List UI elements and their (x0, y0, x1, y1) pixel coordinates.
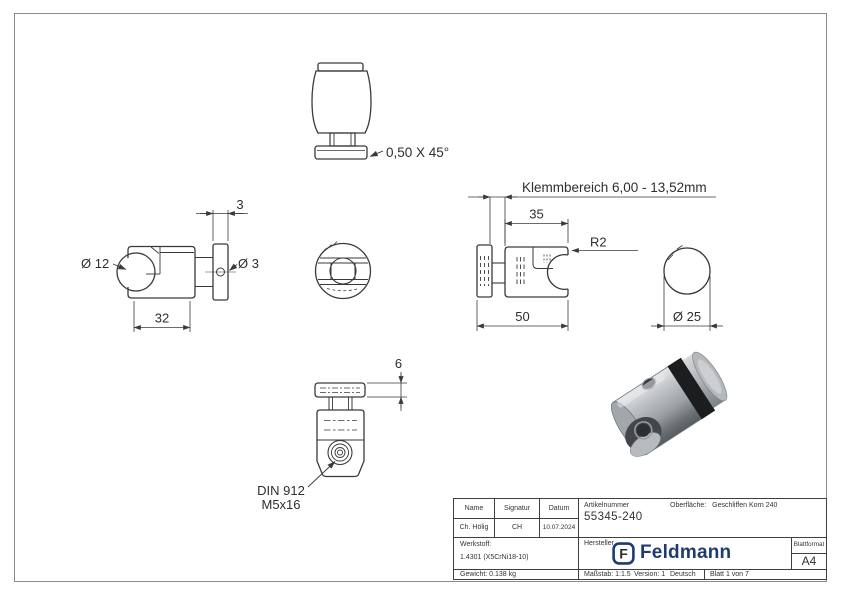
name-label: Name (464, 505, 484, 512)
svg-text:M5x16: M5x16 (261, 497, 300, 512)
dimension-hole-d3: Ø 3 (229, 256, 259, 271)
view-side-clamp: Klemmbereich 6,00 - 13,52mm R2 35 (468, 180, 716, 331)
chamfer-note: 0,50 X 45° (386, 145, 449, 160)
blatt: Blatt 1 von 7 (710, 571, 749, 578)
view-side-left: 3 Ø 12 Ø 3 32 (81, 197, 259, 332)
svg-text:R2: R2 (590, 235, 607, 250)
version: Version: 1 (634, 571, 666, 578)
brand-name: Feldmann (640, 542, 732, 563)
werkstoff-label: Werkstoff: (460, 541, 492, 548)
view-top-elevation: 0,50 X 45° (311, 62, 449, 160)
svg-text:Klemmbereich 6,00 - 13,52mm: Klemmbereich 6,00 - 13,52mm (522, 180, 707, 195)
dimension-total-50: 50 (476, 300, 569, 331)
blattformat-value: A4 (801, 554, 817, 568)
dimension-flange-3: 3 (196, 197, 248, 241)
svg-text:Ø 12: Ø 12 (81, 256, 109, 271)
svg-text:DIN 912: DIN 912 (257, 483, 305, 498)
werkstoff-value: 1.4301 (X5CrNi18-10) (460, 554, 529, 561)
svg-text:50: 50 (515, 309, 529, 324)
clamp-lower-lip (630, 432, 661, 457)
svg-text:6: 6 (395, 356, 402, 371)
sprache: Deutsch (670, 571, 696, 578)
gewicht-value: Gewicht: 0.138 kg (460, 571, 517, 578)
knurl-marks (320, 241, 338, 255)
title-block: Name Signatur Datum Ch. Hölig CH 10.07.2… (453, 498, 827, 580)
knurl-marks (667, 245, 683, 261)
dimension-width-35: 35 (504, 207, 569, 243)
signatur-label: Signatur (503, 505, 531, 512)
dimension-clamp-range: Klemmbereich 6,00 - 13,52mm (468, 180, 716, 246)
svg-text:3: 3 (236, 197, 243, 212)
socket-screw-bottom (327, 439, 353, 466)
view-bottom: 6 DIN 912 M5x16 (257, 356, 407, 512)
signatur-value: CH (511, 524, 523, 531)
view-end-circle: Ø 25 (651, 245, 723, 331)
oberflaeche-value: Geschliffen Korn 240 (712, 502, 778, 509)
dimension-plate-6: 6 (367, 356, 407, 411)
artikelnummer-label: Artikelnummer (584, 502, 630, 509)
dimension-ball-d12: Ø 12 (81, 256, 127, 271)
svg-text:32: 32 (155, 311, 169, 326)
sheet-frame (14, 13, 827, 582)
name-value: Ch. Hölig (459, 524, 489, 531)
artikelnummer-value: 55345-240 (584, 511, 643, 523)
svg-text:F: F (619, 545, 628, 561)
dimension-diameter-25: Ø 25 (651, 276, 723, 331)
svg-text:Ø 3: Ø 3 (238, 256, 259, 271)
blattformat-label: Blattformat (793, 541, 825, 548)
dimension-length-32: 32 (133, 301, 191, 332)
massstab: Maßstab: 1:1.5 (584, 571, 631, 578)
view-front-circle (314, 241, 372, 300)
feldmann-logo-icon: F (612, 541, 635, 565)
datum-label: Datum (548, 505, 570, 512)
brand-logo: F Feldmann (612, 539, 731, 567)
oberflaeche: Oberfläche: Geschliffen Korn 240 (670, 502, 777, 509)
svg-text:35: 35 (529, 207, 543, 222)
oberflaeche-label: Oberfläche: (670, 502, 707, 509)
datum-value: 10.07.2024 (542, 524, 576, 531)
radius-note-r2: R2 (571, 235, 638, 254)
part-3d-render (610, 351, 728, 457)
inner-screw (636, 423, 650, 437)
screw-note-din912: DIN 912 M5x16 (257, 461, 336, 512)
svg-text:Ø 25: Ø 25 (673, 309, 701, 324)
hersteller-label: Hersteller (584, 540, 614, 547)
